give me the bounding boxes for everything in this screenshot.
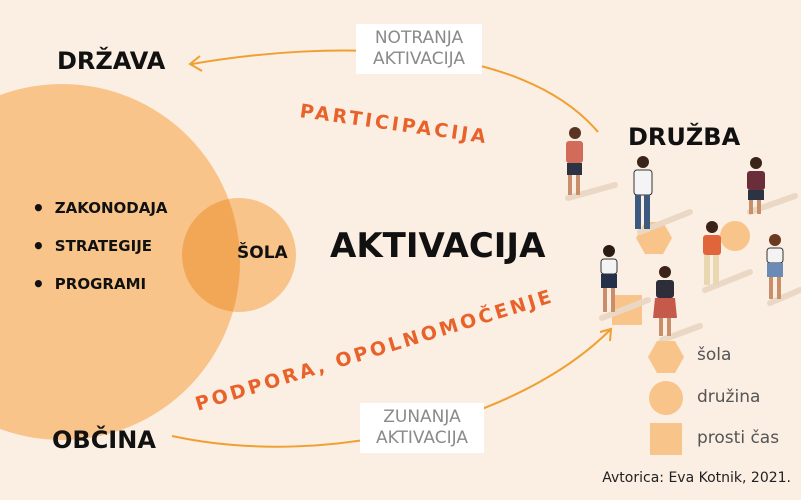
circle-icon: [720, 221, 750, 251]
box-notranja-aktivacija: NOTRANJA AKTIVACIJA: [356, 24, 482, 74]
box-bottom-line1: ZUNANJA: [383, 407, 461, 427]
legend-hexagon-icon: [648, 341, 684, 373]
bullet-item: STRATEGIJE: [32, 234, 168, 258]
box-top-line2: AKTIVACIJA: [373, 49, 465, 69]
legend-label-druzina: družina: [697, 387, 761, 407]
legend-label-sola: šola: [697, 345, 732, 365]
person-5: [766, 234, 801, 306]
person-6: [599, 245, 651, 321]
bottom-arrow-head: [599, 327, 613, 342]
label-sola: ŠOLA: [237, 243, 288, 263]
legend-square-icon: [650, 423, 682, 455]
box-bottom-line2: AKTIVACIJA: [376, 428, 468, 448]
bullet-item: PROGRAMI: [32, 272, 168, 296]
person-4: [702, 221, 753, 293]
legend-circle-icon: [649, 381, 683, 415]
policy-bullet-list: ZAKONODAJA STRATEGIJE PROGRAMI: [32, 196, 168, 310]
person-2: [633, 156, 693, 235]
overlap-region: [182, 198, 240, 312]
author-credit: Avtorica: Eva Kotnik, 2021.: [602, 470, 791, 486]
drzava-circle: [0, 84, 240, 440]
label-drzava: DRŽAVA: [57, 47, 166, 75]
label-aktivacija: AKTIVACIJA: [330, 226, 546, 266]
top-arrow-head: [188, 55, 203, 72]
bullet-item: ZAKONODAJA: [32, 196, 168, 220]
person-7: [653, 266, 703, 343]
person-3: [747, 157, 798, 215]
legend-label-prosti-cas: prosti čas: [697, 428, 780, 448]
person-1: [565, 127, 618, 201]
label-druzba: DRUŽBA: [628, 123, 741, 151]
box-top-line1: NOTRANJA: [374, 28, 464, 48]
box-zunanja-aktivacija: ZUNANJA AKTIVACIJA: [360, 403, 484, 453]
label-obcina: OBČINA: [52, 426, 156, 454]
